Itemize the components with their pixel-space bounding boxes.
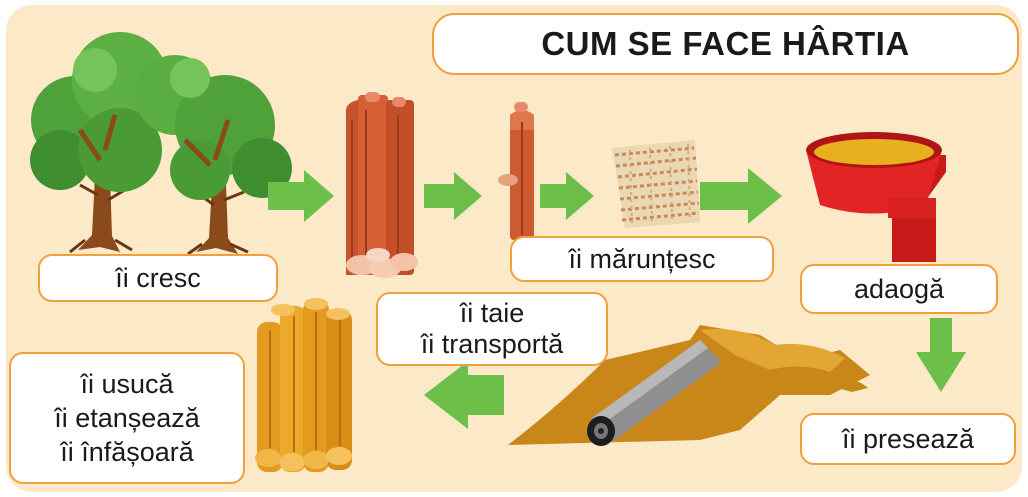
- step-text: îi mărunțesc: [568, 244, 716, 274]
- step-text: îi înfășoară: [60, 437, 194, 467]
- step-text: îi cresc: [115, 263, 201, 293]
- paper-rolls-icon: [255, 298, 352, 472]
- step-label-usuca: îi usucă îi etanșează îi înfășoară: [9, 352, 245, 484]
- step-text: îi taie: [459, 298, 525, 328]
- step-label-maruntesc: îi mărunțesc: [510, 236, 774, 282]
- step-label-preseaza: îi presează: [800, 413, 1016, 465]
- step-label-taie: îi taie îi transportă: [376, 292, 608, 366]
- arrow-icon: [268, 168, 966, 429]
- cut-log-icon: [498, 102, 534, 240]
- press-roller-icon: [508, 325, 870, 446]
- logs-icon: [345, 92, 418, 278]
- wood-chips-icon: [612, 140, 700, 228]
- step-text: îi presează: [841, 424, 975, 454]
- trees-icon: [30, 32, 292, 256]
- vat-icon: [806, 132, 946, 262]
- step-label-adaoga: adaogă: [800, 264, 998, 314]
- step-text: adaogă: [853, 274, 945, 304]
- step-text: îi etanșează: [54, 403, 200, 433]
- step-text: îi transportă: [420, 329, 564, 359]
- step-text: îi usucă: [80, 369, 174, 399]
- step-label-cresc: îi cresc: [38, 254, 278, 302]
- diagram-title: CUM SE FACE HÂRTIA: [432, 13, 1019, 75]
